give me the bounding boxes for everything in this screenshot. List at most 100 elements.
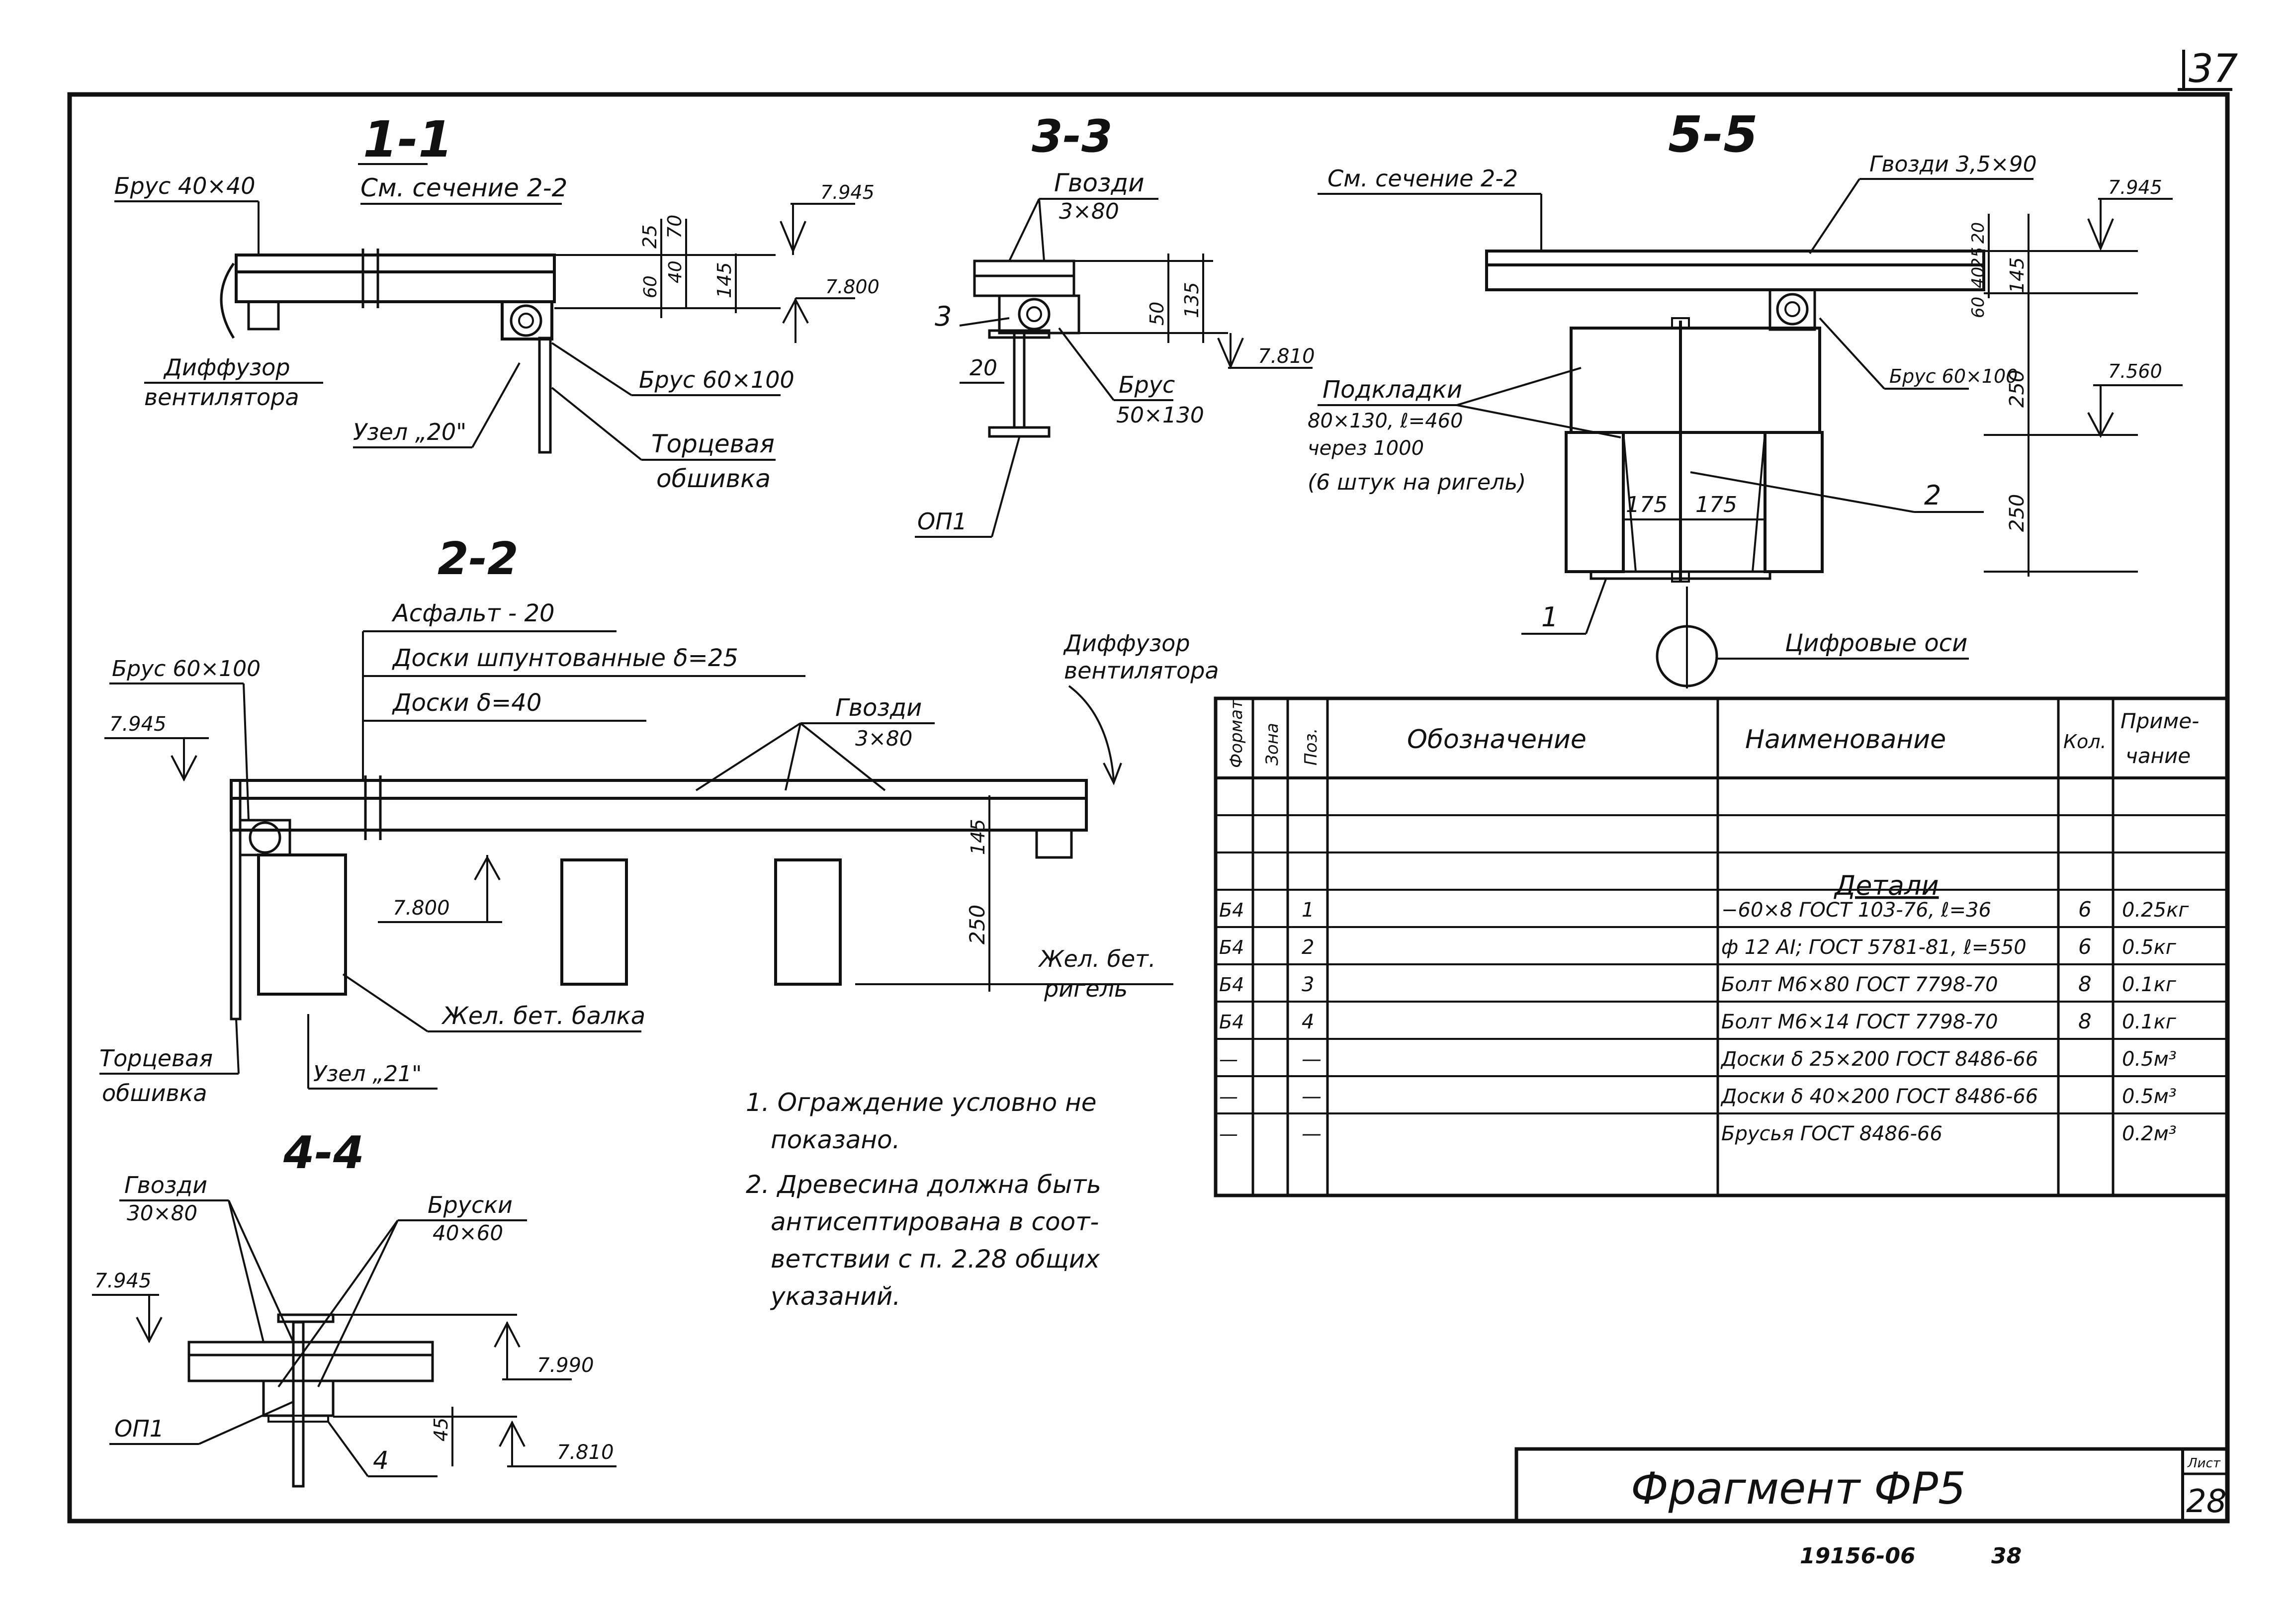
list-label: Лист <box>2187 1456 2221 1471</box>
table-cell-name: Болт М6×80 ГОСТ 7798-70 <box>1721 973 1998 996</box>
s33-brus-2: 50×130 <box>1116 403 1204 428</box>
section-4-4-title: 4-4 <box>283 1127 364 1179</box>
s33-num-3: 3 <box>935 301 952 332</box>
table-cell-note: 0.1кг <box>2122 1011 2177 1033</box>
table-cell-format: Б4 <box>1219 936 1244 958</box>
table-cell-kol: 6 <box>2078 897 2092 922</box>
table-cell-kol: 6 <box>2078 934 2092 959</box>
s44-gvozdi-2: 30×80 <box>127 1201 197 1225</box>
table-cell-format: Б4 <box>1219 974 1244 996</box>
s22-diffuzor-1: Диффузор <box>1063 630 1190 657</box>
table-cell-poz: 3 <box>1302 973 1314 996</box>
table-cell-name: ф 12 АI; ГОСТ 5781-81, ℓ=550 <box>1721 936 2027 959</box>
table-cell-name: Болт М6×14 ГОСТ 7798-70 <box>1721 1011 1998 1033</box>
s55-podkladki-2: 80×130, ℓ=460 <box>1308 410 1463 432</box>
s55-see-2-2: См. сечение 2-2 <box>1327 165 1518 192</box>
s22-zhel-balka: Жел. бет. балка <box>441 1002 645 1030</box>
s11-tortsevaya-1: Торцевая <box>651 429 775 458</box>
s55-dim-25: 25 <box>1968 247 1988 268</box>
table-header-zona: Зона <box>1262 723 1282 765</box>
table-cell-note: 0.5м³ <box>2122 1085 2177 1108</box>
table-cell-note: 0.5м³ <box>2122 1048 2177 1071</box>
s11-dim-25: 25 <box>639 225 661 249</box>
s55-dim-60: 60 <box>1968 297 1988 318</box>
section-5-5: 5-5 См. сечение 2-2 Гвозди 3,5×90 20 25 <box>1308 105 2183 688</box>
s33-dim-50: 50 <box>1146 302 1168 326</box>
s33-dim-135: 135 <box>1181 282 1203 318</box>
table-cell-note: 0.5кг <box>2122 936 2177 959</box>
table-cell-name: −60×8 ГОСТ 103-76, ℓ=36 <box>1721 899 1991 922</box>
table-cell-kol: 8 <box>2078 972 2092 996</box>
table-cell-format: — <box>1219 1123 1238 1145</box>
s22-zhel-bet-1: Жел. бет. <box>1038 945 1156 972</box>
s22-doski-40: Доски δ=40 <box>392 689 541 717</box>
note-1-line-1: 1. Ограждение условно не <box>746 1088 1097 1117</box>
section-1-1: 1-1 Брус 40×40 См. сечение 2-2 25 70 60 … <box>114 110 880 493</box>
section-1-1-title: 1-1 <box>363 110 453 169</box>
s44-gvozdi-1: Гвозди <box>124 1172 207 1198</box>
table-cell-format: — <box>1219 1086 1238 1107</box>
s55-mark-7560: 7.560 <box>2108 360 2162 382</box>
table-cell-format: Б4 <box>1219 899 1244 921</box>
s22-uzel-21: Узел „21" <box>313 1061 422 1087</box>
s55-brus-60: Брус 60×100 <box>1889 365 2018 387</box>
table-header-primechanie-2: чание <box>2125 744 2191 768</box>
table-header-naimenovanie: Наименование <box>1745 725 1946 755</box>
s11-brus-60-label: Брус 60×100 <box>639 366 795 393</box>
s33-gvozdi-1: Гвозди <box>1054 169 1145 197</box>
s11-diffuzor-1: Диффузор <box>163 354 290 381</box>
s22-diffuzor-2: вентилятора <box>1064 657 1219 684</box>
s44-mark-7810: 7.810 <box>557 1441 614 1464</box>
section-2-2-title: 2-2 <box>438 533 519 585</box>
s44-op1: ОП1 <box>114 1415 164 1442</box>
s44-bruski-2: 40×60 <box>433 1221 503 1245</box>
s11-tortsevaya-2: обшивка <box>656 464 771 493</box>
table-cell-poz: 2 <box>1302 936 1314 959</box>
s11-dim-40: 40 <box>665 260 686 283</box>
s11-dim-60: 60 <box>640 275 661 298</box>
bottom-code: 19156-06 <box>1800 1543 1916 1569</box>
table-cell-note: 0.25кг <box>2122 899 2189 922</box>
section-3-3: 3-3 Гвозди 3×80 50 135 3 20 Брус 50×130 … <box>915 110 1315 538</box>
s11-dim-70: 70 <box>664 215 686 239</box>
table-header-primechanie-1: Приме- <box>2120 709 2199 733</box>
s44-mark-7990: 7.990 <box>537 1354 594 1377</box>
s22-tortsevaya-1: Торцевая <box>99 1045 213 1072</box>
note-2-line-2: антисептирована в соот- <box>771 1207 1099 1236</box>
s22-dim-250: 250 <box>965 905 989 944</box>
table-header-oboznachenie: Обозначение <box>1407 725 1587 755</box>
general-notes: 1. Ограждение условно не показано. 2. Др… <box>746 1088 1101 1311</box>
s55-dim-40: 40 <box>1968 267 1988 288</box>
table-row: Б4 3 Болт М6×80 ГОСТ 7798-70 8 0.1кг <box>1219 972 2177 996</box>
table-cell-poz: — <box>1302 1122 1322 1145</box>
s22-dim-145: 145 <box>967 819 989 855</box>
section-5-5-title: 5-5 <box>1668 105 1758 164</box>
s44-bruski-1: Бруски <box>428 1191 513 1218</box>
s55-gvozdi: Гвозди 3,5×90 <box>1869 152 2037 177</box>
table-cell-poz: 1 <box>1302 899 1314 922</box>
s33-brus-1: Брус <box>1119 371 1175 398</box>
specification-table: Формат Зона Поз. Обозначение Наименовани… <box>1214 696 2229 1197</box>
s11-see-2-2: См. сечение 2-2 <box>360 173 567 202</box>
title-block: Фрагмент ФР5 Лист 28 <box>1514 1447 2229 1523</box>
list-number: 28 <box>2186 1483 2226 1520</box>
s33-mark-7810: 7.810 <box>1258 345 1315 368</box>
table-header-kol: Кол. <box>2063 731 2107 753</box>
table-cell-format: Б4 <box>1219 1011 1244 1033</box>
s55-podkladki-3: через 1000 <box>1308 437 1424 460</box>
s11-mark-7945: 7.945 <box>820 181 875 203</box>
note-2-line-1: 2. Древесина должна быть <box>746 1170 1101 1199</box>
s55-tsifr-osi: Цифровые оси <box>1785 629 1967 657</box>
s11-diffuzor-2: вентилятора <box>144 384 299 411</box>
s55-dim-20: 20 <box>1968 222 1988 244</box>
section-2-2: 2-2 Асфальт - 20 Доски шпунтованные δ=25… <box>99 533 1219 1106</box>
s22-brus-60: Брус 60×100 <box>112 656 261 681</box>
s33-op1: ОП1 <box>917 508 967 535</box>
s44-dim-45: 45 <box>430 1418 452 1442</box>
s22-zhel-bet-2: ригель <box>1044 975 1128 1002</box>
table-cell-note: 0.1кг <box>2122 973 2177 996</box>
table-row: Б4 1 −60×8 ГОСТ 103-76, ℓ=36 6 0.25кг <box>1219 897 2189 922</box>
